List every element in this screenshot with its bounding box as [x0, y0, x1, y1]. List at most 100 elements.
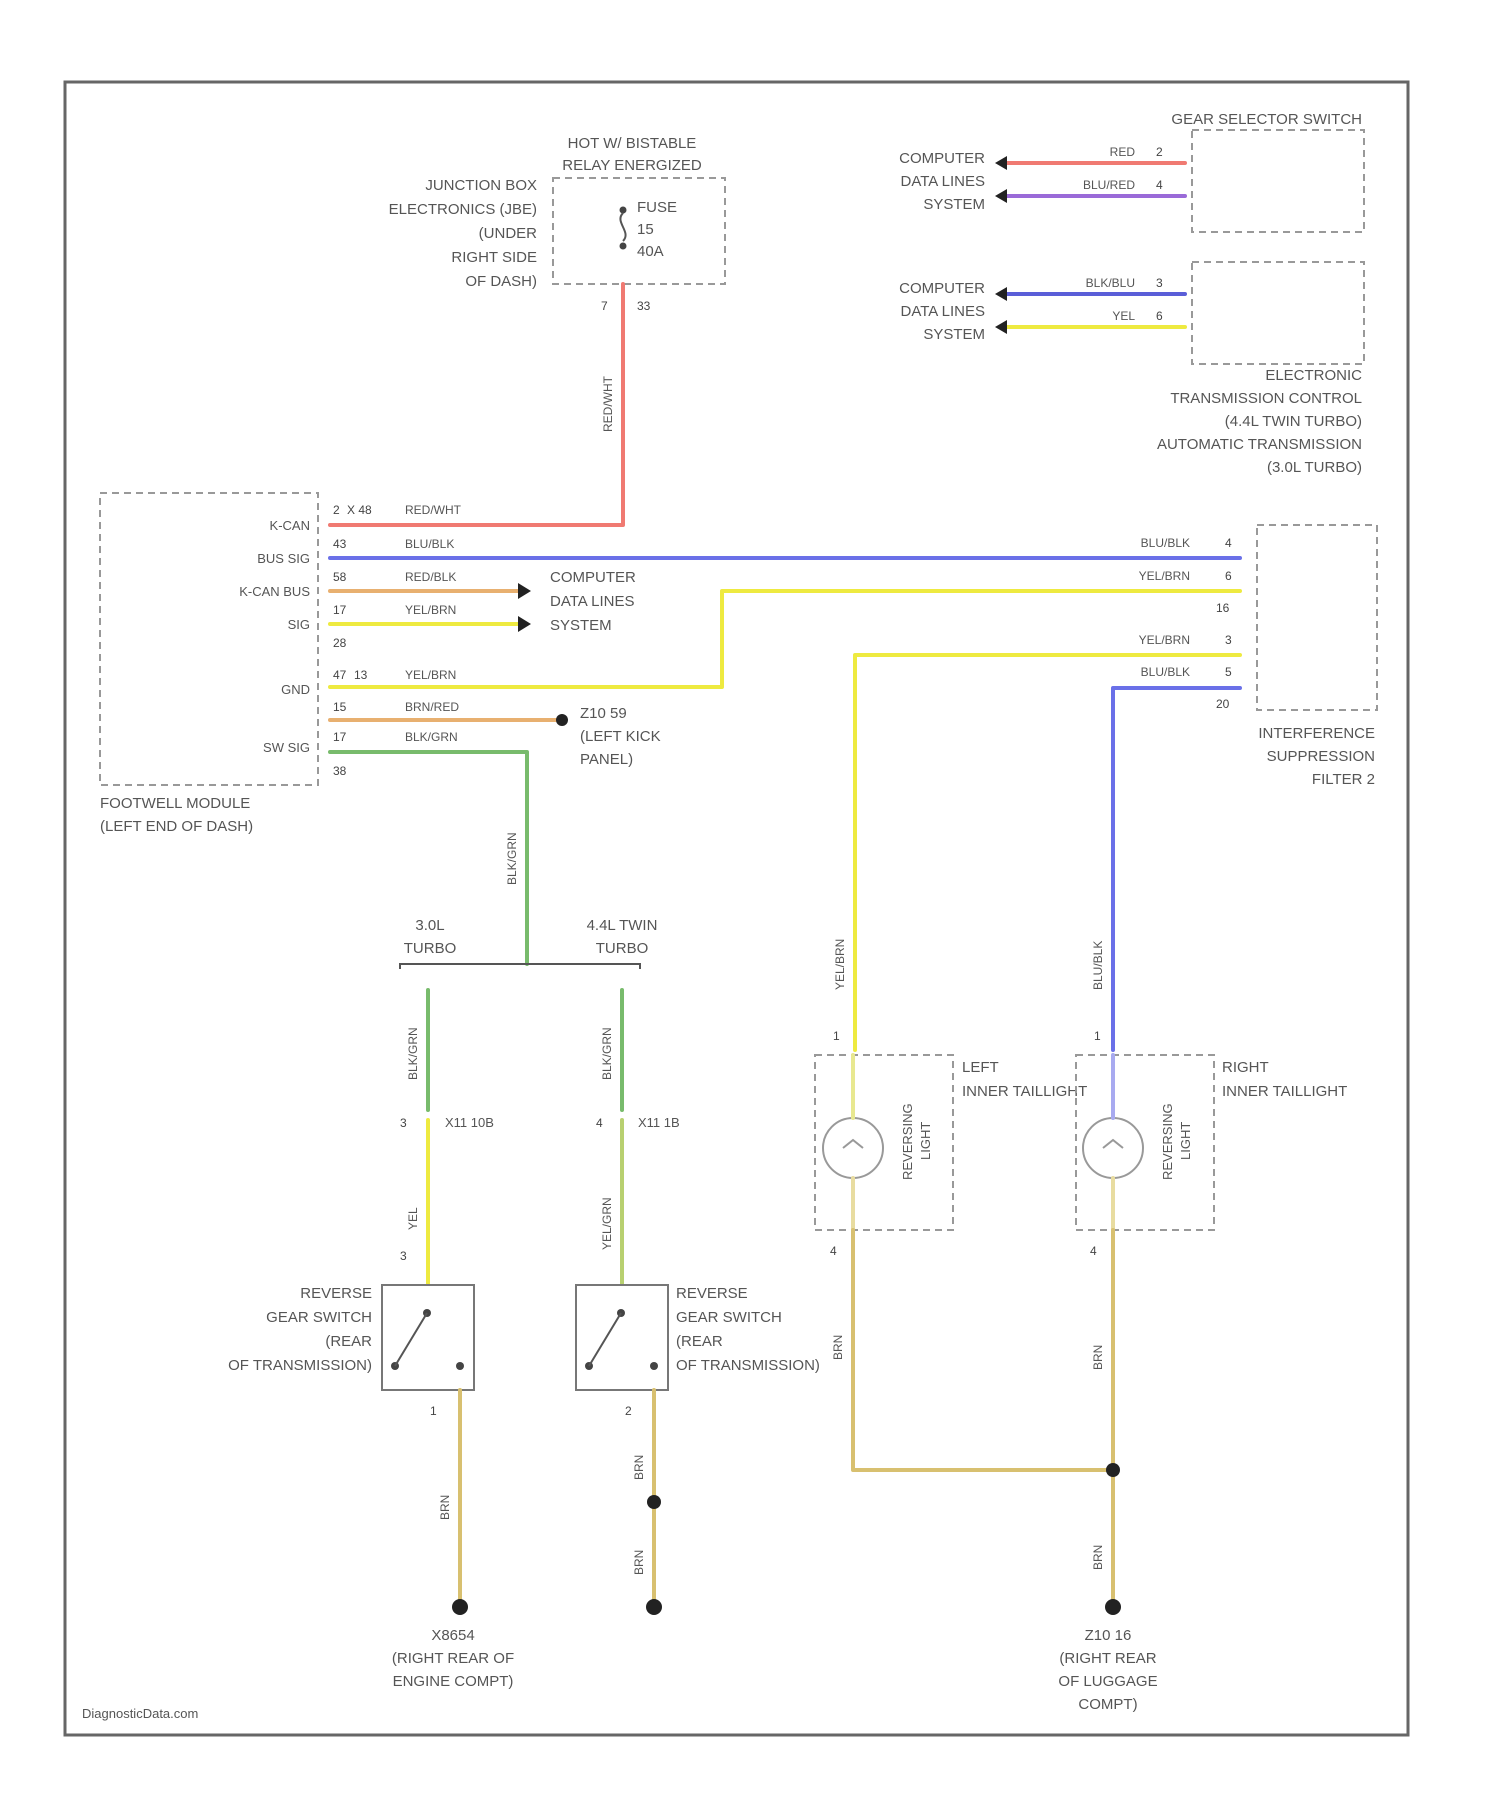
fm-title-1: FOOTWELL MODULE [100, 795, 250, 812]
bulb-icon [1083, 1118, 1143, 1178]
fm-can-lines-2: DATA LINES [550, 593, 634, 610]
sw-right-ground-code-b: BRN [632, 1550, 646, 1575]
sw-left-ground-desc-2: ENGINE COMPT) [393, 1673, 514, 1690]
lamp-right-pin-bottom: 4 [1090, 1244, 1097, 1258]
rear-ground-id: Z10 16 [1085, 1627, 1132, 1644]
fm-code-7: BRN/RED [405, 700, 459, 714]
fm-pin-6: 47 [333, 668, 347, 682]
sw-right-code-upper: BLK/GRN [600, 1027, 614, 1080]
arrow-icon [995, 287, 1007, 301]
sw-right-label-1: REVERSE [676, 1285, 748, 1302]
fuse-number: 15 [637, 221, 654, 238]
sw-left-ground-desc-1: (RIGHT REAR OF [392, 1650, 514, 1667]
arrow-icon [995, 156, 1007, 170]
fm-code-8: BLK/GRN [405, 730, 458, 744]
wire-yellow-gnd [330, 591, 1240, 687]
rear-ground-desc-2: OF LUGGAGE [1058, 1673, 1157, 1690]
etc-pin-2: 6 [1156, 309, 1163, 323]
lamp-left-label-2: INNER TAILLIGHT [962, 1083, 1087, 1100]
jbe-label-5: OF DASH) [465, 273, 537, 290]
sw-left-conn: X11 10B [445, 1115, 494, 1130]
fm-term-kcan: K-CAN [270, 518, 310, 533]
relay-title-1: HOT W/ BISTABLE [568, 135, 697, 152]
etc-code-1: BLK/BLU [1086, 276, 1135, 290]
switch-contact-icon [456, 1362, 464, 1370]
footwell-module: K-CAN BUS SIG K-CAN BUS SIG GND SW SIG F… [100, 493, 462, 835]
filter-pin-2: 6 [1225, 569, 1232, 583]
lamp-left-ground-code: BRN [831, 1335, 845, 1360]
etc-title-4: AUTOMATIC TRANSMISSION [1157, 436, 1362, 453]
fm-code-1: RED/WHT [405, 503, 462, 517]
filter-title-3: FILTER 2 [1312, 771, 1375, 788]
fuse-label: FUSE [637, 199, 677, 216]
sw-right-pin-bottom: 2 [625, 1404, 632, 1418]
filter-pin-1: 4 [1225, 536, 1232, 550]
fm-pin-8: 17 [333, 730, 347, 744]
rear-ground-code: BRN [1091, 1545, 1105, 1570]
jbe-label-3: (UNDER [479, 225, 537, 242]
fm-term-bussig: BUS SIG [257, 551, 310, 566]
fuse-terminal-top [620, 207, 627, 214]
sw-left-label-2: GEAR SWITCH [266, 1309, 372, 1326]
gs-pin-2: 4 [1156, 178, 1163, 192]
arrow-icon [518, 616, 531, 632]
etc-title-3: (4.4L TWIN TURBO) [1225, 413, 1362, 430]
fm-pin-5: 28 [333, 636, 347, 650]
gs-pin-1: 2 [1156, 145, 1163, 159]
switch-contact-icon [650, 1362, 658, 1370]
ground-icon [646, 1599, 662, 1615]
ground-z10-59-icon [556, 714, 568, 726]
fm-code-2: BLU/BLK [405, 537, 454, 551]
gs-lines-1: COMPUTER [899, 150, 985, 167]
fm-conn-6: 13 [354, 668, 368, 682]
filter-code-2: YEL/BRN [1139, 569, 1190, 583]
sw-right-label-4: OF TRANSMISSION) [676, 1357, 820, 1374]
fm-pin-9: 38 [333, 764, 347, 778]
fm-ground-desc-1: (LEFT KICK [580, 728, 661, 745]
fm-pin-7: 15 [333, 700, 347, 714]
filter-pin-6: 20 [1216, 697, 1230, 711]
reverse-switch-right [576, 1285, 668, 1390]
jbe-label-2: ELECTRONICS (JBE) [389, 201, 537, 218]
bulb-filament-icon [843, 1140, 863, 1148]
filter-code-4: YEL/BRN [1139, 633, 1190, 647]
fm-code-6: YEL/BRN [405, 668, 456, 682]
sw-right-label-2: GEAR SWITCH [676, 1309, 782, 1326]
bulb-icon [823, 1118, 883, 1178]
fm-pin-4: 17 [333, 603, 347, 617]
sw-right-conn-pin: 4 [596, 1116, 603, 1130]
arrow-icon [518, 583, 531, 599]
filter-title-1: INTERFERENCE [1258, 725, 1375, 742]
lamp-left-wire-code: YEL/BRN [833, 939, 847, 990]
gs-code-2: BLU/RED [1083, 178, 1135, 192]
etc-pin-1: 3 [1156, 276, 1163, 290]
lamp-right-pin-top: 1 [1094, 1029, 1101, 1043]
fm-can-lines-1: COMPUTER [550, 569, 636, 586]
fm-ground-desc-2: PANEL) [580, 751, 633, 768]
bulb-filament-icon [1103, 1140, 1123, 1148]
filter-code-5: BLU/BLK [1141, 665, 1190, 679]
sw-left-ground-id: X8654 [431, 1627, 474, 1644]
lamp-left-label-1: LEFT [962, 1059, 999, 1076]
lamp-left-inner-1: REVERSING [900, 1103, 915, 1180]
fm-can-lines-3: SYSTEM [550, 617, 612, 634]
fm-term-swsig: SW SIG [263, 740, 310, 755]
jbe-label-1: JUNCTION BOX [425, 177, 537, 194]
sw-left-ground-code: BRN [438, 1495, 452, 1520]
diagram-border [65, 82, 1408, 1735]
lamp-right-label-2: INNER TAILLIGHT [1222, 1083, 1347, 1100]
relay-pin-left: 7 [601, 299, 608, 313]
fm-out-code: BLK/GRN [505, 832, 519, 885]
etc-title-1: ELECTRONIC [1265, 367, 1362, 384]
variant-bracket [400, 964, 640, 969]
etc-title-2: TRANSMISSION CONTROL [1170, 390, 1362, 407]
wire-code-relay: RED/WHT [601, 375, 615, 432]
etc-lines-1: COMPUTER [899, 280, 985, 297]
gs-code-1: RED [1110, 145, 1136, 159]
sw-left-conn-pin: 3 [400, 1116, 407, 1130]
ground-x8654-icon [452, 1599, 468, 1615]
sw-right-conn: X11 1B [638, 1115, 680, 1130]
gs-lines-3: SYSTEM [923, 196, 985, 213]
filter-pin-4: 3 [1225, 633, 1232, 647]
